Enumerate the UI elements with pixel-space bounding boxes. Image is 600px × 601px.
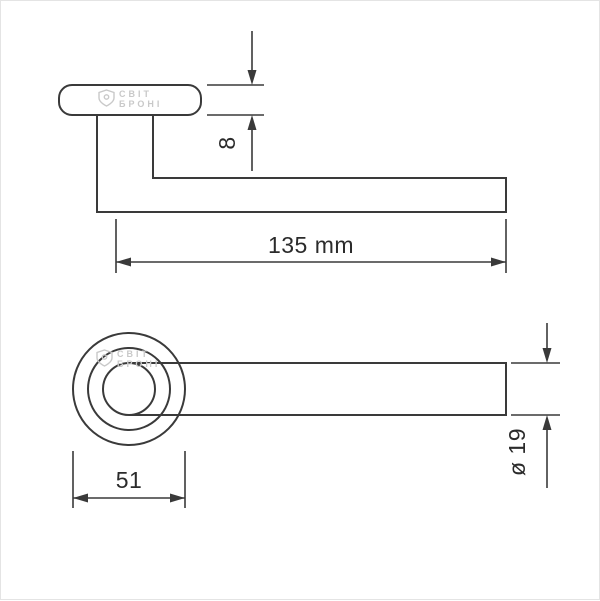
arrow-left-icon — [116, 257, 131, 267]
side-view: СВІТ БРОНІ 8 135 mm — [58, 31, 507, 273]
thickness-value: 8 — [214, 136, 240, 149]
handle-neck-circle — [102, 362, 156, 416]
arrow-down-icon — [542, 348, 552, 363]
handle-profile-outline — [96, 114, 507, 213]
thickness-dimension: 8 — [207, 31, 264, 171]
watermark-text: СВІТ БРОНІ — [119, 89, 162, 109]
shield-keyhole-icon — [101, 354, 108, 360]
rosette-outer-circle — [72, 332, 186, 446]
arrow-right-icon — [491, 257, 506, 267]
length-value: 135 mm — [268, 232, 354, 258]
length-dimension: 135 mm — [115, 219, 507, 273]
brand-watermark-top: СВІТ БРОНІ — [98, 89, 162, 109]
watermark-text: СВІТ БРОНІ — [117, 349, 160, 369]
shield-keyhole-icon — [103, 94, 110, 100]
arrow-down-icon — [247, 70, 257, 85]
shield-icon — [98, 89, 115, 107]
rosette-inner-circle — [87, 347, 171, 431]
arrow-right-icon — [170, 493, 185, 503]
rosette-diameter-value: 51 — [116, 467, 143, 493]
lever-diameter-dimension: ø 19 — [504, 323, 560, 488]
lever-outline — [129, 362, 507, 416]
brand-watermark-bottom: СВІТ БРОНІ — [96, 349, 160, 369]
lever-diameter-value: ø 19 — [504, 428, 530, 476]
front-view: СВІТ БРОНІ 51 ø 19 — [72, 323, 560, 508]
arrow-up-icon — [247, 115, 257, 130]
shield-icon — [96, 349, 113, 367]
rosette-diameter-dimension: 51 — [72, 451, 186, 508]
arrow-up-icon — [542, 415, 552, 430]
arrow-left-icon — [73, 493, 88, 503]
